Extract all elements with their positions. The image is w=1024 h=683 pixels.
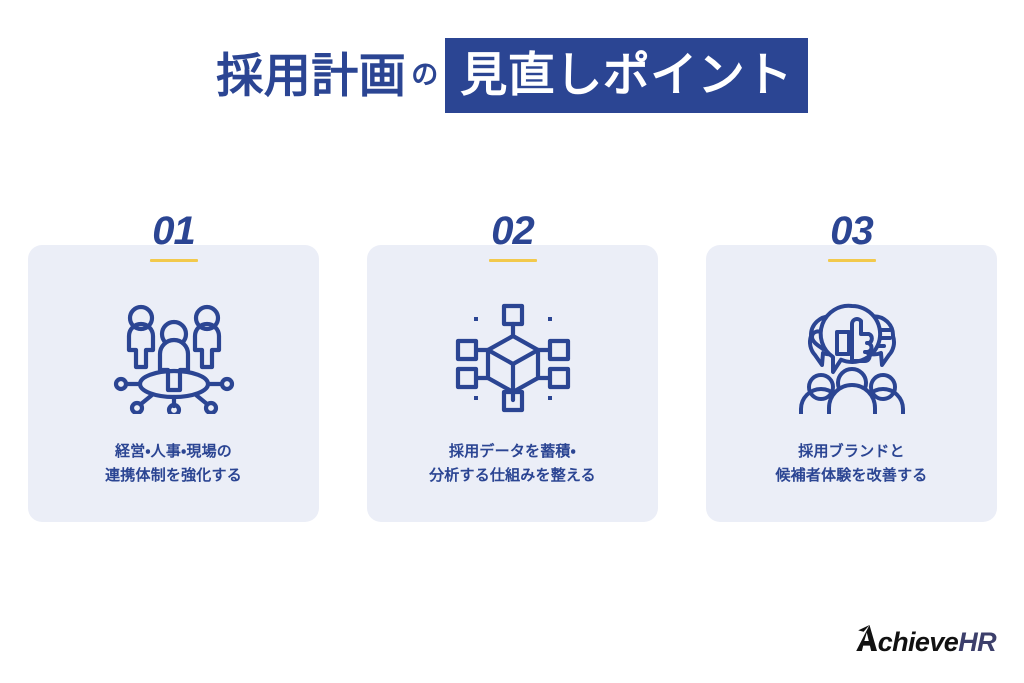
- card-text-line2: 候補者体験を改善する: [775, 467, 928, 485]
- card-item: 03: [706, 211, 997, 522]
- card-number: 01: [152, 209, 196, 253]
- page-title: 採用計画 の 見直しポイント: [0, 38, 1024, 113]
- card-text-line1: 採用データを蓄積・: [449, 443, 576, 460]
- card-number: 02: [491, 209, 535, 253]
- page-title-plain: 採用計画: [216, 49, 407, 102]
- card-text-line1: 経営・人事・現場の: [114, 443, 232, 460]
- brand-logo: chieve HR: [855, 625, 997, 658]
- page-title-particle: の: [411, 60, 439, 90]
- card-item: 02: [367, 211, 658, 522]
- card-number-underline: [488, 259, 537, 262]
- card-text: 採用ブランドと 候補者体験を改善する: [775, 440, 927, 489]
- logo-a-mark-icon: [855, 625, 877, 651]
- data-cube-network-icon: [450, 302, 576, 414]
- card-text-line1: 採用ブランドと: [798, 443, 905, 460]
- card-text: 採用データを蓄積・ 分析する仕組みを整える: [429, 440, 596, 489]
- card-text-line2: 連携体制を強化する: [105, 467, 242, 485]
- logo-text-primary: chieve: [877, 627, 959, 657]
- card-number-underline: [149, 259, 198, 262]
- logo-text-accent: HR: [958, 627, 996, 657]
- card-text: 経営・人事・現場の 連携体制を強化する: [105, 440, 242, 489]
- card-text-line2: 分析する仕組みを整える: [429, 467, 596, 485]
- card-list: 01: [28, 211, 997, 522]
- people-network-icon: [111, 302, 237, 414]
- card-item: 01: [28, 211, 319, 522]
- feedback-people-icon: [789, 302, 915, 414]
- card-number: 03: [830, 209, 874, 253]
- card-number-underline: [827, 259, 876, 262]
- page-title-highlight: 見直しポイント: [445, 38, 808, 113]
